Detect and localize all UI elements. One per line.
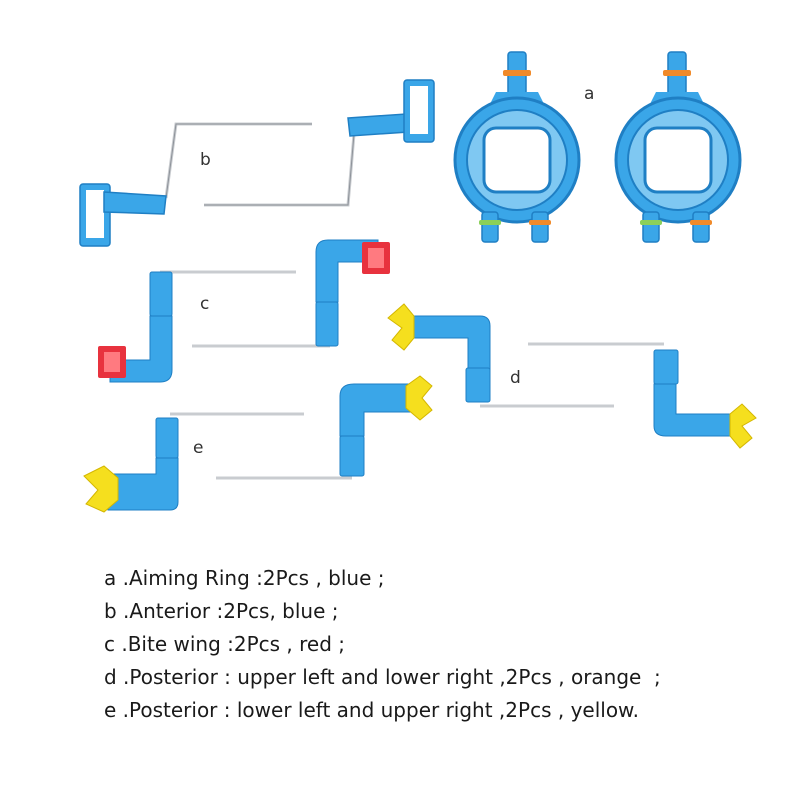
product-legend: a .Aiming Ring :2Pcs , blue ; b .Anterio… <box>104 562 661 727</box>
legend-item-c: c .Bite wing :2Pcs , red ; <box>104 632 346 656</box>
posterior-holder-e-left <box>83 412 304 513</box>
anterior-holder-right <box>204 79 435 207</box>
label-c: c <box>200 294 210 314</box>
bite-wing-holder-right <box>192 239 390 348</box>
label-b: b <box>200 150 211 170</box>
posterior-holder-e-right <box>216 375 433 480</box>
legend-item-d: d .Posterior : upper left and lower righ… <box>104 665 661 689</box>
product-illustration: a b c d e <box>79 51 757 513</box>
posterior-holder-d-right <box>528 342 757 449</box>
aiming-ring-left <box>453 51 581 243</box>
label-d: d <box>510 368 521 388</box>
posterior-holder-d-left <box>387 303 614 408</box>
label-e: e <box>193 438 204 458</box>
anterior-holder-left <box>79 122 312 247</box>
legend-item-a: a .Aiming Ring :2Pcs , blue ; <box>104 566 385 590</box>
bite-wing-holder-left <box>98 270 296 383</box>
legend-item-e: e .Posterior : lower left and upper righ… <box>104 698 639 722</box>
label-a: a <box>584 84 595 104</box>
aiming-ring-right <box>614 51 742 243</box>
legend-item-b: b .Anterior :2Pcs, blue ; <box>104 599 339 623</box>
